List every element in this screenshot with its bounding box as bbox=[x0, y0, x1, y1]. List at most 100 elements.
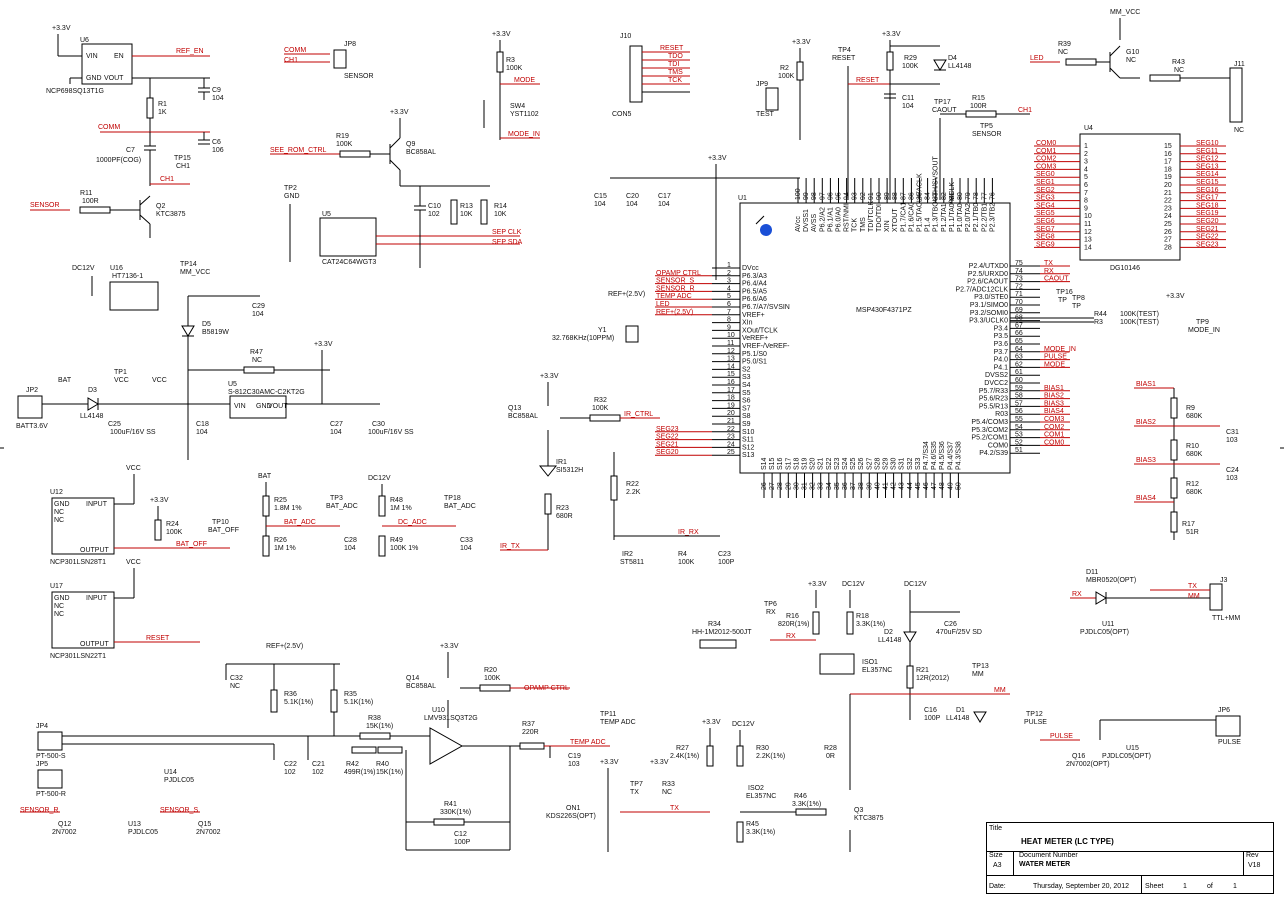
u1-pin-label: S18 bbox=[793, 457, 800, 470]
svg-text:R28: R28 bbox=[824, 745, 837, 752]
svg-text:MODE: MODE bbox=[514, 77, 535, 84]
svg-text:GND: GND bbox=[54, 501, 70, 508]
u1-pin-label: P2.2/TB1 bbox=[981, 203, 988, 232]
svg-text:100P: 100P bbox=[718, 559, 735, 566]
u1-pin-label: DVCC2 bbox=[984, 380, 1008, 387]
u1-pin-label: S17 bbox=[785, 457, 792, 470]
svg-text:IR1: IR1 bbox=[556, 459, 567, 466]
u1-pin-number: 93 bbox=[852, 192, 859, 200]
u1-pin-number: 90 bbox=[876, 192, 883, 200]
u1-pin-label: AVSS bbox=[811, 214, 818, 232]
svg-text:1K: 1K bbox=[158, 109, 167, 116]
svg-text:U1: U1 bbox=[738, 195, 747, 202]
svg-text:NC: NC bbox=[54, 611, 64, 618]
svg-text:BC858AL: BC858AL bbox=[406, 683, 436, 690]
svg-text:104: 104 bbox=[344, 545, 356, 552]
temperature-front-end: REF+(2.5V) C32 NC R36 5.1K(1%) R35 5.1K(… bbox=[20, 643, 636, 851]
svg-text:J11: J11 bbox=[1234, 61, 1245, 68]
svg-text:REF+(2.5V): REF+(2.5V) bbox=[266, 643, 303, 650]
u1-pin-label: P2.4/UTXD0 bbox=[969, 263, 1008, 270]
svg-text:LMV931SQ3T2G: LMV931SQ3T2G bbox=[424, 715, 478, 722]
u1-pin-label: TMS bbox=[860, 217, 867, 232]
u6-regulator: +3.3V U6 VIN EN GND VOUT NCP698SQ13T1G R… bbox=[30, 25, 224, 238]
svg-text:TDI: TDI bbox=[668, 61, 679, 68]
svg-text:R11: R11 bbox=[80, 190, 92, 197]
u1-pin-number: 62 bbox=[1015, 361, 1023, 368]
svg-text:100uF/16V SS: 100uF/16V SS bbox=[368, 429, 414, 436]
svg-text:DC12V: DC12V bbox=[904, 581, 927, 588]
svg-text:TP17: TP17 bbox=[934, 99, 951, 106]
u4-net-label: SEG21 bbox=[1196, 226, 1219, 233]
mbus-isolation: +3.3V DC12V DC12V TP6 RX R16 820R(1%) RX… bbox=[692, 581, 1010, 852]
u4-net-label: SEG1 bbox=[1036, 179, 1055, 186]
svg-text:OPAMP CTRL: OPAMP CTRL bbox=[524, 685, 569, 692]
svg-text:R34: R34 bbox=[708, 621, 721, 628]
svg-text:15K(1%): 15K(1%) bbox=[366, 723, 393, 730]
u1-pin-number: 39 bbox=[866, 482, 873, 490]
svg-text:10K: 10K bbox=[494, 211, 507, 218]
u1-pin-number: 14 bbox=[727, 363, 735, 370]
u1-pin-label: S12 bbox=[742, 444, 755, 451]
svg-text:GND: GND bbox=[86, 75, 102, 82]
svg-text:U5: U5 bbox=[322, 211, 331, 218]
svg-text:RESET: RESET bbox=[660, 45, 684, 52]
u1-pin-label: P1.7/CA1 bbox=[900, 202, 907, 232]
u4-net-label: SEG14 bbox=[1196, 171, 1219, 178]
u1-pin-number: 59 bbox=[1015, 385, 1023, 392]
svg-text:U6: U6 bbox=[80, 37, 89, 44]
sheet-number: 1 bbox=[1183, 883, 1187, 890]
svg-text:R49: R49 bbox=[390, 537, 403, 544]
svg-text:2N7002(OPT): 2N7002(OPT) bbox=[1066, 761, 1110, 768]
svg-text:2.4K(1%): 2.4K(1%) bbox=[670, 753, 699, 760]
u1-net-label: COM3 bbox=[1044, 416, 1064, 423]
svg-text:D4: D4 bbox=[948, 55, 957, 62]
svg-text:C10: C10 bbox=[428, 203, 441, 210]
svg-text:NC: NC bbox=[54, 603, 64, 610]
u1-pin-label: S8 bbox=[742, 413, 751, 420]
svg-text:JP4: JP4 bbox=[36, 723, 48, 730]
u4-pin-number: 23 bbox=[1164, 205, 1172, 212]
u1-pin-label: P6.4/A4 bbox=[742, 281, 767, 288]
u1-pin-number: 65 bbox=[1015, 338, 1023, 345]
u4-net-label: COM2 bbox=[1036, 156, 1056, 163]
svg-text:2N7002: 2N7002 bbox=[196, 829, 221, 836]
u1-pin-number: 69 bbox=[1015, 307, 1023, 314]
svg-text:SENSOR_S: SENSOR_S bbox=[160, 807, 198, 814]
svg-text:HT7136-1: HT7136-1 bbox=[112, 273, 143, 280]
svg-text:EL357NC: EL357NC bbox=[862, 667, 892, 674]
svg-text:TP8: TP8 bbox=[1072, 295, 1085, 302]
sheet-total: 1 bbox=[1233, 883, 1237, 890]
svg-text:LL4148: LL4148 bbox=[948, 63, 971, 70]
svg-text:100K(TEST): 100K(TEST) bbox=[1120, 311, 1159, 318]
u1-pin-label: P5.1/S0 bbox=[742, 351, 767, 358]
u1-pin-label: S11 bbox=[742, 437, 754, 444]
u1-pin-number: 63 bbox=[1015, 354, 1023, 361]
u1-pin-number: 84 bbox=[925, 192, 932, 200]
u4-pin-number: 20 bbox=[1164, 182, 1172, 189]
svg-text:R41: R41 bbox=[444, 801, 457, 808]
svg-text:PJDLC05: PJDLC05 bbox=[164, 777, 194, 784]
u1-net-label: SENSOR_S bbox=[656, 278, 694, 285]
svg-text:TP7: TP7 bbox=[630, 781, 643, 788]
power-supply: DC12V U16 HT7136-1 TP14 MM_VCC C29 104 D… bbox=[16, 261, 414, 460]
svg-text:100P: 100P bbox=[454, 839, 471, 846]
svg-text:PJDLC05(OPT): PJDLC05(OPT) bbox=[1102, 753, 1151, 760]
u1-pin-number: 35 bbox=[834, 482, 841, 490]
svg-text:C11: C11 bbox=[902, 95, 914, 102]
svg-text:MBR0520(OPT): MBR0520(OPT) bbox=[1086, 577, 1136, 584]
svg-text:100P: 100P bbox=[924, 715, 941, 722]
u1-pin-number: 55 bbox=[1015, 416, 1023, 423]
svg-text:R33: R33 bbox=[662, 781, 675, 788]
svg-text:R38: R38 bbox=[368, 715, 381, 722]
svg-text:TP13: TP13 bbox=[972, 663, 989, 670]
svg-text:+3.3V: +3.3V bbox=[702, 719, 721, 726]
svg-text:BAT: BAT bbox=[58, 377, 72, 384]
u1-pin-label: P4.4/S37 bbox=[947, 441, 954, 470]
svg-text:R35: R35 bbox=[344, 691, 357, 698]
u1-pin-number: 34 bbox=[826, 482, 833, 490]
svg-text:+3.3V: +3.3V bbox=[150, 497, 169, 504]
u4-net-label: SEG13 bbox=[1196, 163, 1219, 170]
svg-text:TP6: TP6 bbox=[764, 601, 777, 608]
u1-pin-label: TDO/TDI bbox=[876, 204, 883, 232]
svg-text:680K: 680K bbox=[1186, 413, 1203, 420]
